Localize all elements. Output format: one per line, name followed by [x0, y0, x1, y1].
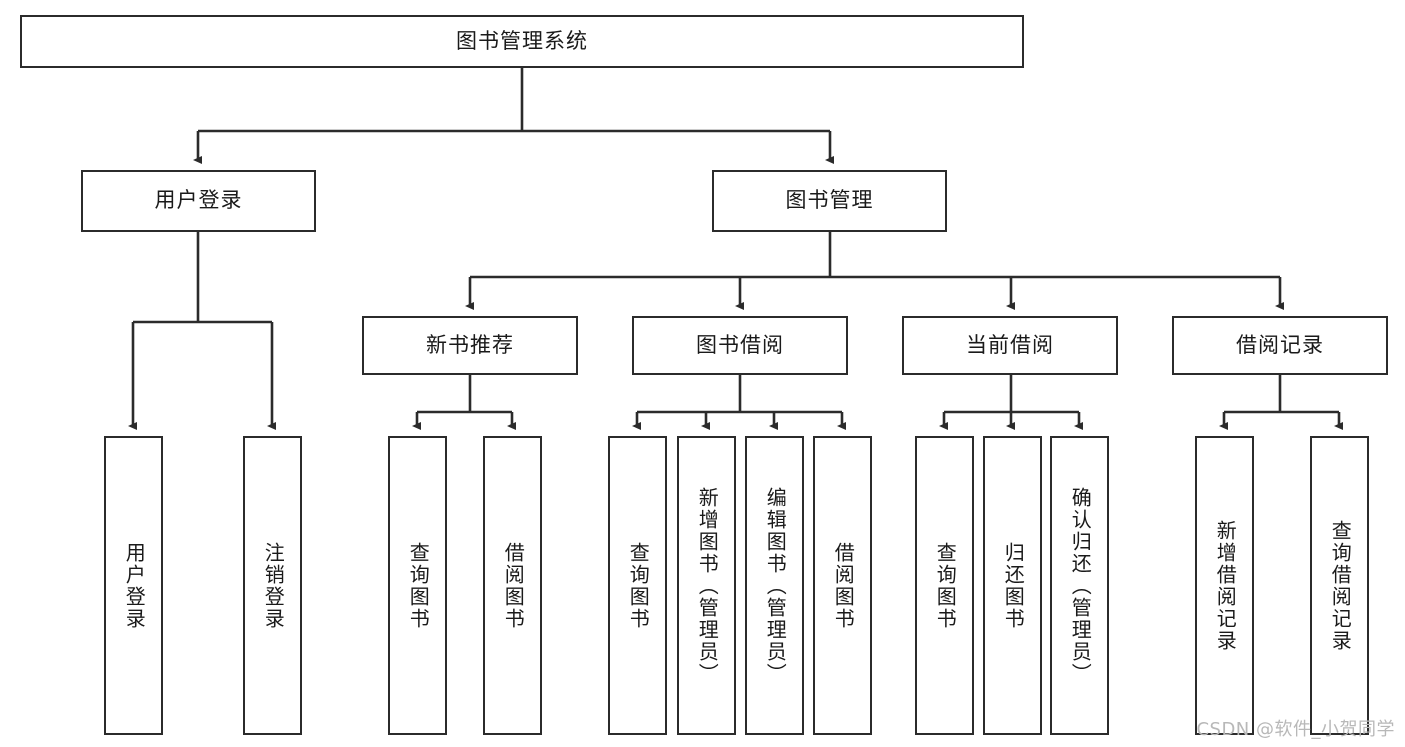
- node-label: 新书推荐: [426, 332, 514, 357]
- leaf-recommend-query-book[interactable]: 查询图书: [388, 436, 447, 735]
- node-label: 图书借阅: [696, 332, 784, 357]
- leaf-borrow-edit-book-admin[interactable]: 编辑图书（管理员）: [745, 436, 804, 735]
- node-label: 借阅图书: [501, 541, 526, 630]
- node-label: 当前借阅: [966, 332, 1054, 357]
- node-label: 新增借阅记录: [1213, 519, 1238, 652]
- leaf-current-query-book[interactable]: 查询图书: [915, 436, 974, 735]
- node-book-management[interactable]: 图书管理: [712, 170, 947, 232]
- node-label: 图书管理系统: [456, 28, 588, 53]
- node-new-book-recommend[interactable]: 新书推荐: [362, 316, 578, 375]
- node-label: 新增图书（管理员）: [695, 486, 720, 685]
- node-label: 查询图书: [406, 541, 431, 630]
- leaf-borrow-query-book[interactable]: 查询图书: [608, 436, 667, 735]
- node-label: 用户登录: [122, 541, 147, 630]
- leaf-borrow-add-book-admin[interactable]: 新增图书（管理员）: [677, 436, 736, 735]
- node-label: 用户登录: [154, 188, 243, 213]
- leaf-borrow-borrow-book[interactable]: 借阅图书: [813, 436, 872, 735]
- node-root-system[interactable]: 图书管理系统: [20, 15, 1024, 68]
- node-label: 查询借阅记录: [1328, 519, 1353, 652]
- node-label: 查询图书: [933, 541, 958, 630]
- node-label: 归还图书: [1001, 541, 1026, 630]
- node-label: 确认归还（管理员）: [1068, 486, 1093, 685]
- node-borrow-record[interactable]: 借阅记录: [1172, 316, 1388, 375]
- leaf-current-return-book[interactable]: 归还图书: [983, 436, 1042, 735]
- node-user-login[interactable]: 用户登录: [81, 170, 316, 232]
- leaf-recommend-borrow-book[interactable]: 借阅图书: [483, 436, 542, 735]
- leaf-record-add-record[interactable]: 新增借阅记录: [1195, 436, 1254, 735]
- leaf-current-confirm-return-admin[interactable]: 确认归还（管理员）: [1050, 436, 1109, 735]
- node-label: 图书管理: [785, 188, 874, 213]
- csdn-watermark: CSDN @软件_小贺同学: [1196, 719, 1395, 740]
- node-label: 编辑图书（管理员）: [763, 486, 788, 685]
- leaf-user-login-logout[interactable]: 注销登录: [243, 436, 302, 735]
- node-book-borrow[interactable]: 图书借阅: [632, 316, 848, 375]
- node-label: 注销登录: [261, 541, 286, 630]
- node-label: 借阅记录: [1236, 332, 1324, 357]
- node-label: 借阅图书: [831, 541, 856, 630]
- node-label: 查询图书: [626, 541, 651, 630]
- leaf-user-login-login[interactable]: 用户登录: [104, 436, 163, 735]
- node-current-borrow[interactable]: 当前借阅: [902, 316, 1118, 375]
- leaf-record-query-record[interactable]: 查询借阅记录: [1310, 436, 1369, 735]
